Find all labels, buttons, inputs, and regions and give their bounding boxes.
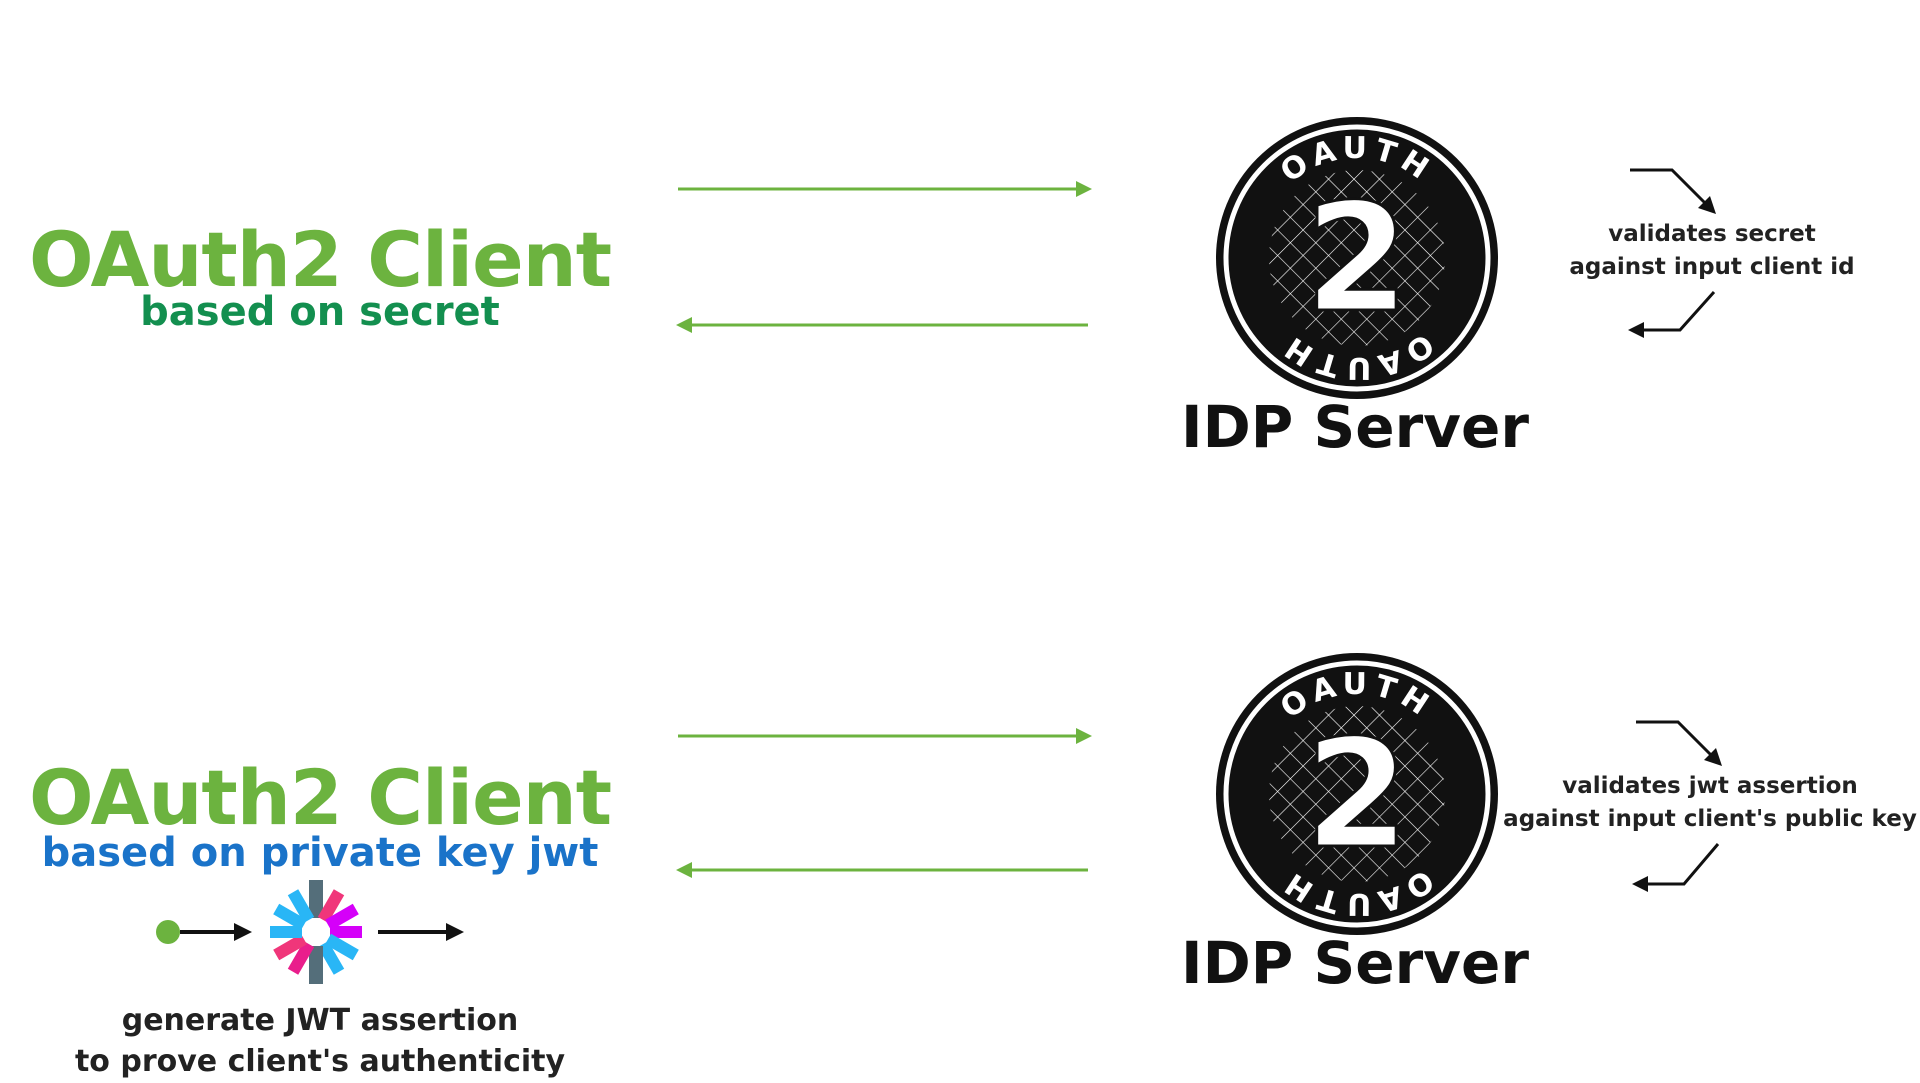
jwt-spoke (273, 903, 307, 931)
jwt-spoke (287, 889, 315, 923)
note-line: validates jwt assertion (1562, 773, 1858, 799)
jwt-spoke (317, 941, 345, 975)
logo-numeral: 2 (1305, 172, 1409, 346)
logo-numeral: 2 (1305, 708, 1409, 882)
client-title: OAuth2 Client (28, 753, 612, 842)
client-subtitle: based on secret (140, 289, 500, 335)
client-subtitle: based on private key jwt (41, 830, 599, 876)
caption-line: generate JWT assertion (121, 1003, 519, 1038)
validation-note: validates jwt assertion against input cl… (1500, 770, 1920, 837)
logo-mesh (1269, 170, 1445, 346)
validate-loop-arrow (1628, 168, 1716, 338)
request-arrow (678, 181, 1092, 197)
jwt-spoke (273, 933, 307, 961)
start-dot (156, 920, 180, 944)
note-line: validates secret (1608, 221, 1816, 247)
note-line: against input client id (1569, 254, 1855, 281)
client-title: OAuth2 Client (28, 215, 612, 304)
request-arrow (678, 728, 1092, 744)
jwt-spoke (325, 933, 359, 961)
jwt-logo-icon (270, 880, 362, 984)
jwt-step-caption: generate JWT assertion to prove client's… (0, 1000, 640, 1083)
caption-line: to prove client's authenticity (74, 1044, 566, 1080)
validate-loop-arrow (1632, 720, 1722, 892)
server-label: IDP Server (1181, 929, 1529, 997)
note-line: against input client's public key (1503, 806, 1917, 833)
validation-note: validates secret against input client id (1512, 218, 1912, 285)
server-label: IDP Server (1181, 393, 1529, 461)
logo-mesh (1269, 706, 1445, 882)
jwt-spoke (317, 889, 345, 923)
response-arrow (676, 317, 1088, 333)
response-arrow (676, 862, 1088, 878)
jwt-spoke (287, 941, 315, 975)
jwt-pipeline (156, 880, 464, 984)
jwt-spoke (325, 903, 359, 931)
